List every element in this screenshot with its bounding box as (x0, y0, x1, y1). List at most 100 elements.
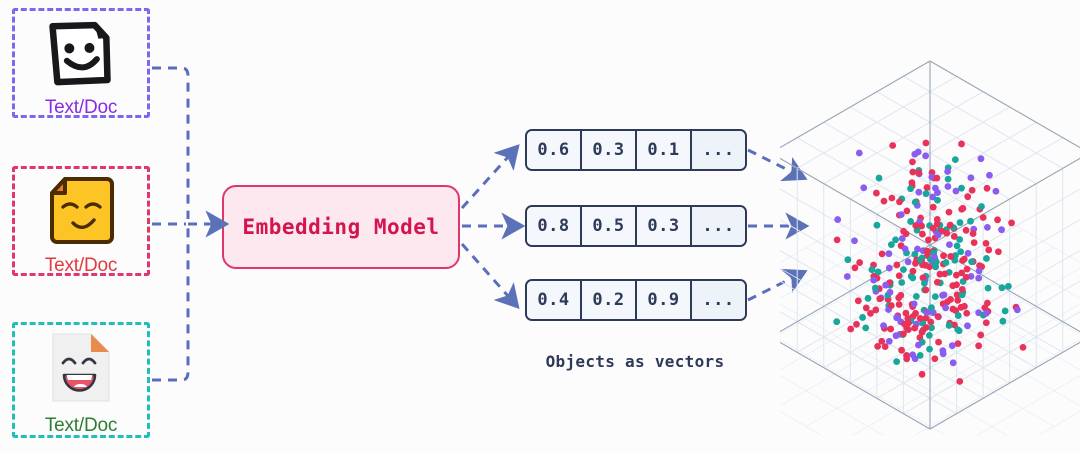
source-box-2[interactable]: Text/Doc (12, 166, 150, 276)
vector-point (911, 324, 919, 332)
vector-point (860, 184, 868, 192)
vector-point (907, 218, 914, 225)
vector-point (979, 214, 987, 221)
vector-point (940, 291, 948, 299)
vector-cell: 0.9 (637, 281, 692, 319)
vector-point (963, 309, 971, 317)
vector-point (895, 272, 903, 280)
vector-point (872, 306, 880, 314)
vector-point (958, 285, 966, 293)
embedding-model-box[interactable]: Embedding Model (222, 185, 460, 269)
vector-point (885, 337, 893, 345)
vector-point (911, 250, 919, 258)
vector-point (911, 150, 919, 158)
vector-point (942, 304, 950, 312)
vector-point (923, 309, 931, 317)
vector-point (867, 309, 874, 317)
vector-point (985, 246, 993, 254)
vector-point (962, 273, 970, 281)
vector-point (919, 274, 927, 282)
vector-point (887, 325, 895, 333)
vector-point (964, 249, 972, 257)
vector-point (895, 301, 903, 308)
vector-point (940, 252, 947, 260)
vector-point (951, 156, 959, 164)
vector-point (984, 224, 991, 231)
vector-point (964, 322, 971, 330)
vector-point (949, 359, 957, 367)
vector-point (904, 258, 912, 266)
vector-point (931, 355, 939, 363)
vector-row-3[interactable]: 0.4 0.2 0.9 ... (525, 279, 747, 321)
vector-point (978, 203, 985, 210)
vector-point (885, 250, 893, 258)
vector-point (892, 236, 899, 244)
vector-row-2[interactable]: 0.8 0.5 0.3 ... (525, 205, 747, 247)
vector-point (878, 250, 886, 258)
vector-point (874, 342, 882, 350)
vector-point (911, 355, 919, 363)
vector-point (928, 173, 936, 181)
vector-point (916, 352, 924, 359)
vector-point (994, 216, 1001, 224)
vector-point (953, 242, 961, 250)
vector-point (929, 203, 937, 211)
vector-point (982, 309, 990, 317)
vector-point (977, 331, 985, 339)
vector-point (946, 241, 953, 249)
vector-point (953, 291, 961, 299)
vector-point (931, 293, 939, 301)
document-smiley-outline-icon (42, 17, 120, 96)
vector-point (968, 186, 976, 194)
vector-point (928, 324, 935, 332)
vector-point (956, 236, 964, 243)
vector-point (887, 302, 895, 309)
vector-cell: 0.3 (582, 131, 637, 169)
vector-point (903, 207, 911, 215)
vector-point (923, 247, 931, 255)
vector-point (954, 296, 962, 304)
vector-point (916, 315, 924, 322)
vector-point (912, 293, 920, 300)
vector-point (948, 342, 956, 350)
vector-point (880, 197, 888, 205)
vector-point (897, 211, 905, 218)
vector-point (851, 264, 859, 272)
vector-point (956, 219, 964, 226)
vector-point (952, 187, 960, 195)
vector-point (943, 229, 951, 237)
source-box-1[interactable]: Text/Doc (12, 8, 150, 118)
vector-point (853, 320, 860, 328)
vector-point (954, 340, 962, 348)
vector-row-1[interactable]: 0.6 0.3 0.1 ... (525, 129, 747, 171)
vector-point (920, 279, 928, 287)
source-box-3[interactable]: Text/Doc (12, 322, 150, 438)
vector-point (897, 291, 905, 299)
vector-point (910, 300, 918, 308)
embedding-model-label: Embedding Model (242, 215, 440, 239)
vector-point (859, 314, 866, 321)
vector-point (983, 184, 991, 192)
vector-point (959, 204, 967, 212)
vector-point (958, 291, 966, 299)
vector-point (851, 237, 858, 245)
vector-point (976, 262, 983, 270)
vector-cell-ellipsis: ... (692, 281, 745, 319)
vector-point (903, 352, 910, 359)
vector-point (934, 313, 942, 320)
vector-point (942, 259, 950, 266)
vector-point (983, 255, 990, 262)
vector-point (882, 281, 890, 289)
vector-point (934, 231, 942, 239)
vector-point (928, 304, 935, 312)
vector-cell: 0.1 (637, 131, 692, 169)
vector-point (843, 273, 851, 280)
vector-point (898, 235, 906, 242)
document-smirk-yellow-icon (45, 175, 117, 254)
vector-point (868, 266, 876, 274)
vector-point (854, 297, 862, 305)
vector-point (900, 227, 907, 235)
vector-point (934, 196, 941, 204)
vector-cell: 0.2 (582, 281, 637, 319)
